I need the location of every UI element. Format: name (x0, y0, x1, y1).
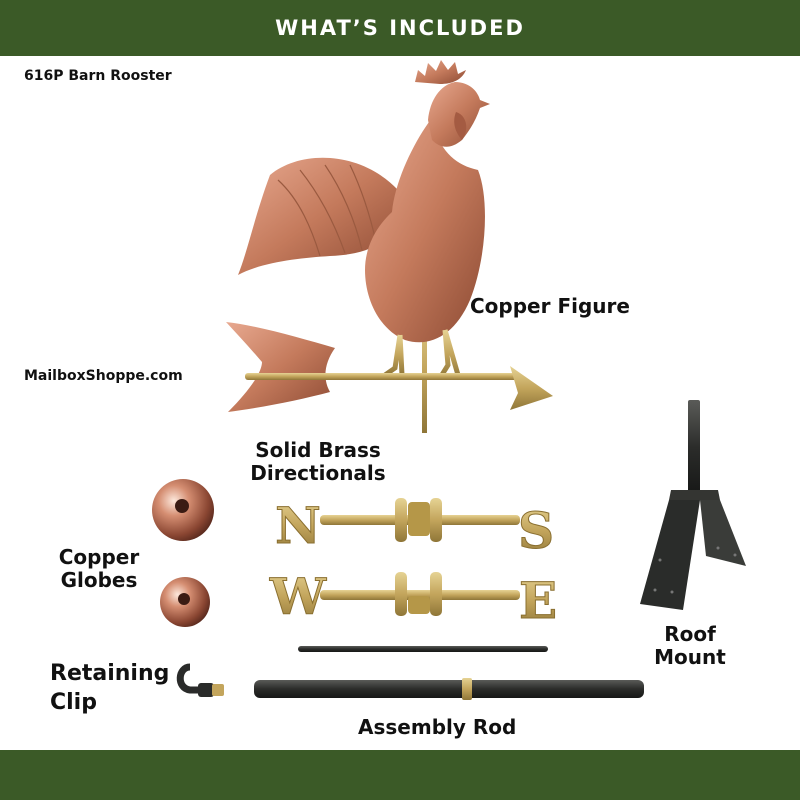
label-retaining-clip: Retaining Clip (50, 659, 169, 717)
label-copper-globes: Copper Globes (44, 546, 154, 592)
label-roof-line2: Mount (654, 645, 726, 669)
letter-s: S (518, 501, 554, 560)
label-assembly-rod: Assembly Rod (358, 715, 517, 739)
label-globes-line2: Globes (60, 568, 138, 592)
letter-e: E (519, 571, 557, 630)
label-copper-figure: Copper Figure (470, 294, 630, 318)
arrow-fletching (226, 322, 335, 412)
label-clip-line1: Retaining (50, 661, 170, 686)
copper-globe-large (152, 479, 214, 541)
arrow-head (510, 366, 553, 410)
assembly-rod (254, 678, 644, 700)
copper-rooster-figure (226, 60, 553, 433)
label-clip-line2: Clip (50, 690, 97, 715)
rooster-comb (415, 60, 466, 84)
header-title: WHAT’S INCLUDED (275, 16, 525, 40)
label-directionals-line1: Solid Brass (255, 438, 381, 462)
rooster-body (365, 118, 485, 343)
header-banner: WHAT’S INCLUDED (0, 0, 800, 56)
directional-we: W E (268, 567, 557, 631)
label-directionals-line2: Directionals (250, 461, 386, 485)
rooster-leg-left (383, 334, 405, 378)
label-roof-line1: Roof (664, 622, 716, 646)
letter-n: N (275, 496, 321, 555)
directional-ns: N S (275, 496, 555, 561)
thin-rod (298, 646, 548, 652)
retaining-clip (176, 663, 224, 697)
rooster-tail (238, 157, 398, 275)
arrow-shaft (245, 373, 520, 380)
roof-mount (640, 400, 746, 610)
rooster-leg-right (437, 329, 461, 380)
vane-pole (422, 305, 427, 433)
site-watermark: MailboxShoppe.com (24, 368, 183, 384)
product-model-label: 616P Barn Rooster (24, 68, 172, 84)
copper-globe-small (160, 577, 210, 627)
label-roof-mount: Roof Mount (652, 623, 728, 669)
footer-banner (0, 750, 800, 800)
label-directionals: Solid Brass Directionals (238, 439, 398, 485)
letter-w: W (269, 567, 327, 626)
label-globes-line1: Copper (58, 545, 140, 569)
